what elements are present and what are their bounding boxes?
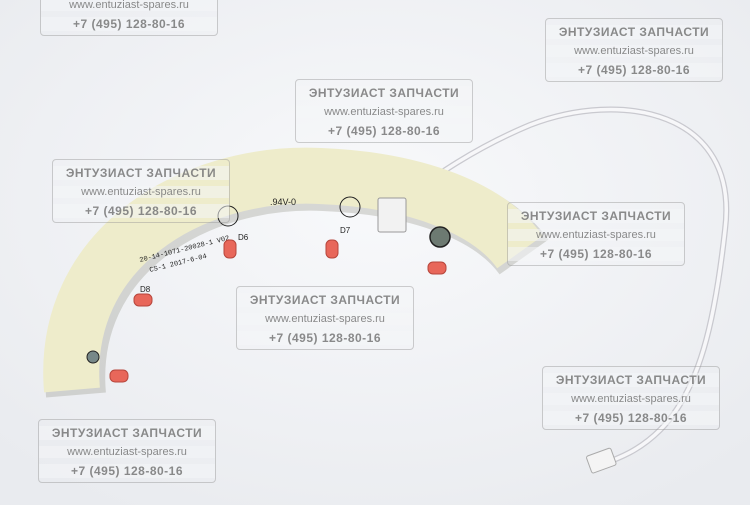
led (109, 239, 447, 383)
watermark-url: www.entuziast-spares.ru (41, 0, 217, 11)
led-label: D8 (140, 285, 151, 294)
watermark-title: ЭНТУЗИАСТ ЗАПЧАСТИ (543, 373, 719, 387)
watermark-url: www.entuziast-spares.ru (546, 45, 722, 57)
watermark-url: www.entuziast-spares.ru (39, 446, 215, 458)
watermark-title: ЭНТУЗИАСТ ЗАПЧАСТИ (53, 166, 229, 180)
watermark: ЭНТУЗИАСТ ЗАПЧАСТИ www.entuziast-spares.r… (295, 79, 473, 143)
watermark-title: ЭНТУЗИАСТ ЗАПЧАСТИ (508, 209, 684, 223)
watermark: ЭНТУЗИАСТ ЗАПЧАСТИ www.entuziast-spares.r… (236, 286, 414, 350)
watermark: ЭНТУЗИАСТ ЗАПЧАСТИwww.entuziast-spares.r… (40, 0, 218, 36)
watermark-title: ЭНТУЗИАСТ ЗАПЧАСТИ (237, 293, 413, 307)
watermark: ЭНТУЗИАСТ ЗАПЧАСТИ www.entuziast-spares.r… (545, 18, 723, 82)
watermark-phone: +7 (495) 128-80-16 (53, 204, 229, 218)
watermark-phone: +7 (495) 128-80-16 (543, 411, 719, 425)
watermark-url: www.entuziast-spares.ru (543, 393, 719, 405)
watermark: ЭНТУЗИАСТ ЗАПЧАСТИ www.entuziast-spares.r… (542, 366, 720, 430)
watermark-phone: +7 (495) 128-80-16 (237, 331, 413, 345)
watermark: ЭНТУЗИАСТ ЗАПЧАСТИ www.entuziast-spares.r… (52, 159, 230, 223)
watermark-phone: +7 (495) 128-80-16 (546, 63, 722, 77)
watermark-phone: +7 (495) 128-80-16 (296, 124, 472, 138)
watermark-title: ЭНТУЗИАСТ ЗАПЧАСТИ (296, 86, 472, 100)
watermark-url: www.entuziast-spares.ru (508, 229, 684, 241)
watermark-phone: +7 (495) 128-80-16 (39, 464, 215, 478)
watermark-url: www.entuziast-spares.ru (296, 106, 472, 118)
led-label: D6 (238, 233, 249, 242)
watermark-phone: +7 (495) 128-80-16 (508, 247, 684, 261)
watermark-phone: +7 (495) 128-80-16 (41, 17, 217, 31)
pcb-rating: .94V-0 (270, 197, 296, 207)
watermark: ЭНТУЗИАСТ ЗАПЧАСТИ www.entuziast-spares.r… (38, 419, 216, 483)
watermark-url: www.entuziast-spares.ru (53, 186, 229, 198)
led-label: D7 (340, 226, 351, 235)
watermark: ЭНТУЗИАСТ ЗАПЧАСТИ www.entuziast-spares.r… (507, 202, 685, 266)
watermark-title: ЭНТУЗИАСТ ЗАПЧАСТИ (39, 426, 215, 440)
watermark-title: ЭНТУЗИАСТ ЗАПЧАСТИ (546, 25, 722, 39)
pcb-board (43, 147, 543, 393)
end-connector (586, 447, 617, 474)
board-connector (377, 197, 407, 233)
watermark-url: www.entuziast-spares.ru (237, 313, 413, 325)
